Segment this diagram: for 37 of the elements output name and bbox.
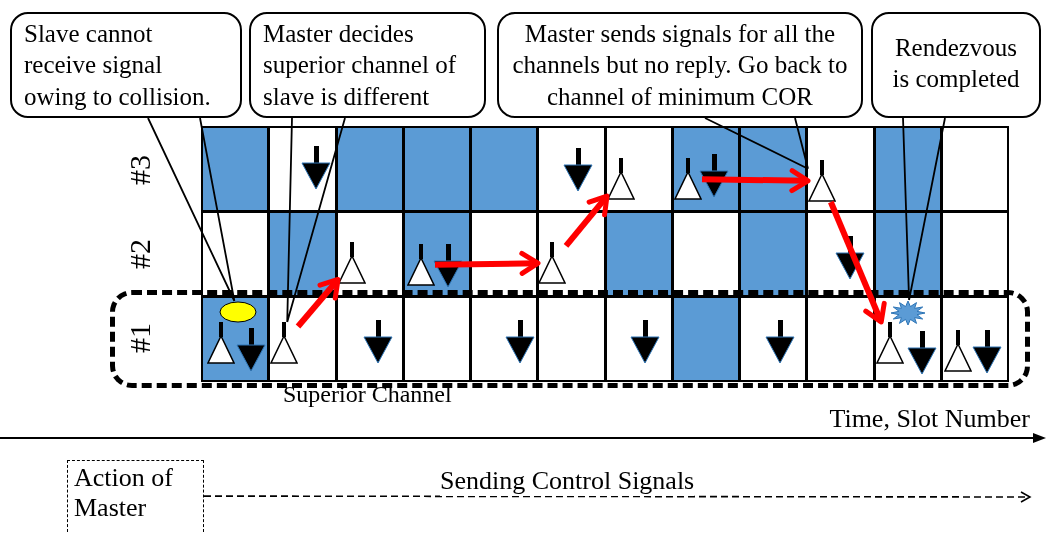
leader-line bbox=[286, 117, 346, 323]
leader-line bbox=[902, 117, 946, 301]
axis-label: Time, Slot Number bbox=[829, 404, 1030, 434]
leader-line bbox=[704, 117, 809, 170]
action-box bbox=[67, 460, 204, 532]
callout-box bbox=[10, 12, 242, 118]
action-text: Action of Master bbox=[74, 463, 173, 522]
callout-box bbox=[249, 12, 486, 118]
arrow bbox=[203, 491, 1031, 503]
triangle-antenna-icon bbox=[270, 322, 298, 364]
triangle-antenna-icon bbox=[808, 160, 836, 202]
path-arrow bbox=[434, 250, 541, 276]
callout-text: Rendezvous is completed bbox=[892, 34, 1020, 93]
triangle-antenna-icon bbox=[607, 158, 635, 200]
channel-label: #2 bbox=[123, 239, 157, 269]
triangle-antenna-icon bbox=[407, 244, 435, 286]
path-arrow bbox=[295, 276, 341, 329]
leader-line bbox=[147, 117, 236, 302]
channel-label: #3 bbox=[123, 155, 157, 185]
triangle-antenna-icon bbox=[944, 330, 972, 372]
callout-box bbox=[871, 12, 1041, 118]
channel-label: #1 bbox=[123, 323, 157, 353]
triangle-antenna-icon bbox=[876, 322, 904, 364]
callout-box bbox=[497, 12, 863, 118]
burst-icon bbox=[890, 300, 926, 326]
path-arrow bbox=[701, 168, 811, 194]
triangle-antenna-icon bbox=[538, 242, 566, 284]
band-heading: Superior Channel bbox=[283, 381, 452, 408]
callout-text: Master sends signals for all the channels but no reply. Go back to channel of minimum COR bbox=[512, 20, 848, 110]
ellipse-marker bbox=[219, 301, 257, 323]
path-arrow bbox=[828, 200, 887, 325]
triangle-antenna-icon bbox=[674, 158, 702, 200]
callout-text: Slave cannot receive signal owing to collision. bbox=[24, 20, 211, 110]
triangle-antenna-icon bbox=[338, 242, 366, 284]
path-arrow bbox=[563, 193, 610, 248]
triangle-antenna-icon bbox=[207, 322, 235, 364]
callout-text: Master decides superior channel of slave is different bbox=[263, 20, 456, 110]
